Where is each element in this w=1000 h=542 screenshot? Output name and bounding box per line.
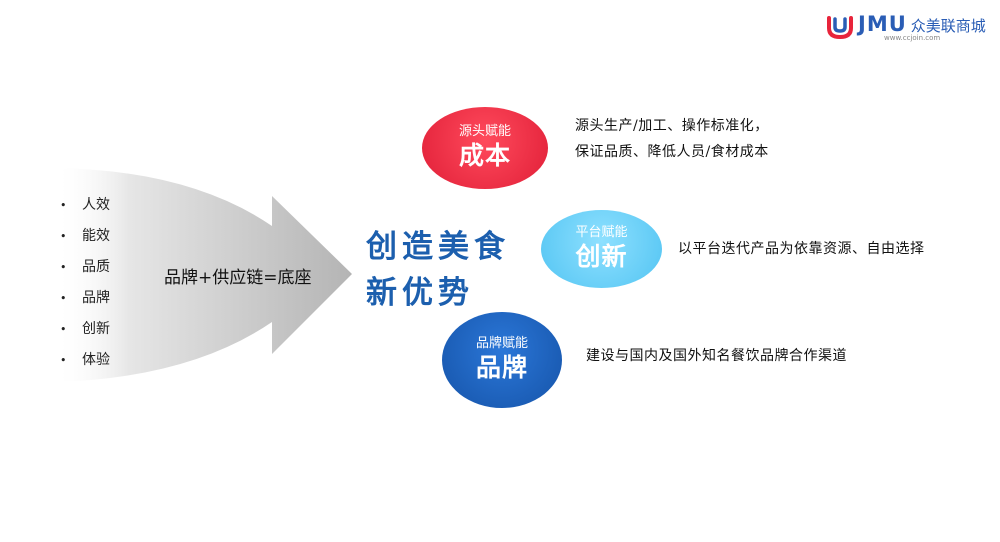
circle-cost-subtitle: 源头赋能 xyxy=(458,124,511,139)
center-title-line1: 创造美食 xyxy=(366,229,510,265)
logo-url-text: www.ccjoin.com xyxy=(884,34,941,42)
list-item: •体验 xyxy=(60,352,110,368)
list-item: •能效 xyxy=(60,228,110,244)
list-item: •品牌 xyxy=(60,290,110,306)
circle-brand-title: 品牌 xyxy=(475,353,528,382)
list-item: •创新 xyxy=(60,321,110,337)
circle-brand: 品牌赋能 品牌 xyxy=(442,312,562,408)
logo-icon xyxy=(827,16,853,40)
arrow-label: 品牌+供应链=底座 xyxy=(164,268,312,288)
circle-innovation-subtitle: 平台赋能 xyxy=(575,225,628,240)
logo-brand-text: JMU xyxy=(858,12,907,36)
cost-description: 源头生产/加工、操作标准化， 保证品质、降低人员/食材成本 xyxy=(575,118,769,160)
brand-logo: JMU 众美联商城 www.ccjoin.com xyxy=(826,12,986,42)
innovation-description: 以平台迭代产品为依靠资源、自由选择 xyxy=(678,241,925,257)
circle-cost: 源头赋能 成本 xyxy=(422,107,548,189)
list-item: •人效 xyxy=(60,197,110,213)
circle-brand-subtitle: 品牌赋能 xyxy=(475,336,528,351)
circle-innovation: 平台赋能 创新 xyxy=(541,210,662,288)
brand-description: 建设与国内及国外知名餐饮品牌合作渠道 xyxy=(586,348,847,364)
center-title: 创造美食 新优势 xyxy=(366,224,510,316)
circle-innovation-title: 创新 xyxy=(575,242,628,271)
center-title-line2: 新优势 xyxy=(366,275,474,311)
circle-cost-title: 成本 xyxy=(458,141,511,170)
logo-name-text: 众美联商城 xyxy=(910,17,986,35)
bullet-list: •人效 •能效 •品质 •品牌 •创新 •体验 xyxy=(60,190,110,376)
list-item: •品质 xyxy=(60,259,110,275)
